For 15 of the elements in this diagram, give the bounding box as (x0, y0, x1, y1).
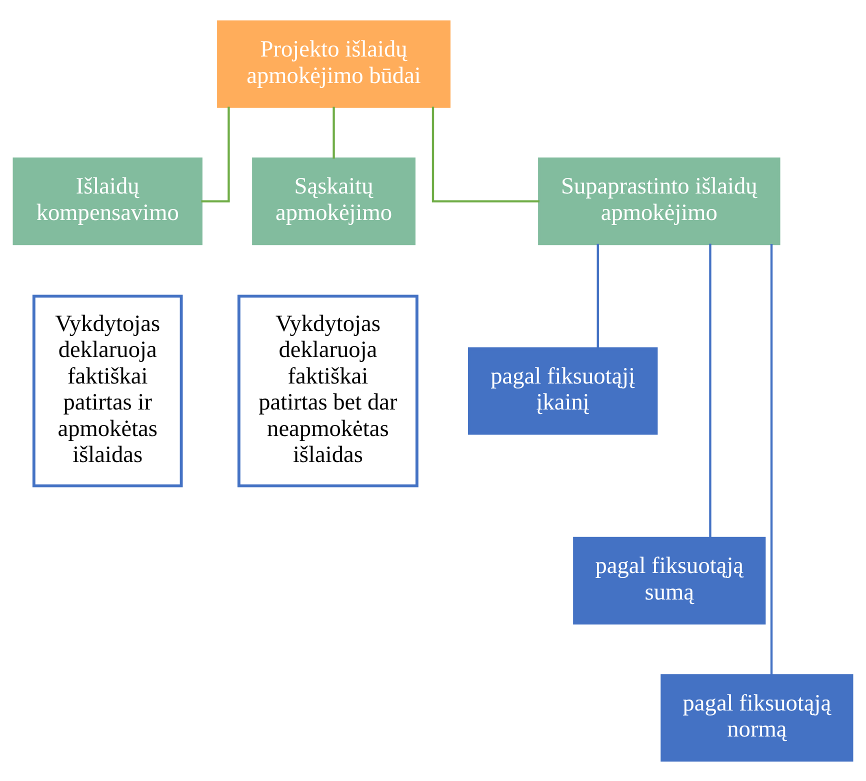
node-box: pagal fiksuotąją sumą (573, 536, 766, 624)
connector (432, 106, 540, 202)
connector (332, 106, 335, 158)
connector (201, 106, 230, 202)
node-box: Vykdytojas deklaruoja faktiškai patirtas bet dar neapmokėtas išlaidas (237, 294, 418, 487)
node-box: Supaprastinto išlaidų apmokėjimo (538, 157, 780, 245)
node-box: Sąskaitų apmokėjimo (252, 157, 416, 245)
node-box: Vykdytojas deklaruoja faktiškai patirtas ir apmokėtas išlaidas (32, 294, 183, 487)
connector (770, 244, 773, 675)
node-box: Išlaidų kompensavimo (12, 157, 202, 245)
connector (596, 243, 599, 348)
node-box: Projekto išlaidų apmokėjimo būdai (217, 20, 450, 108)
node-box: pagal fiksuotąją normą (660, 674, 854, 762)
connector (709, 243, 712, 538)
node-box: pagal fiksuotąjį įkainį (468, 346, 658, 434)
